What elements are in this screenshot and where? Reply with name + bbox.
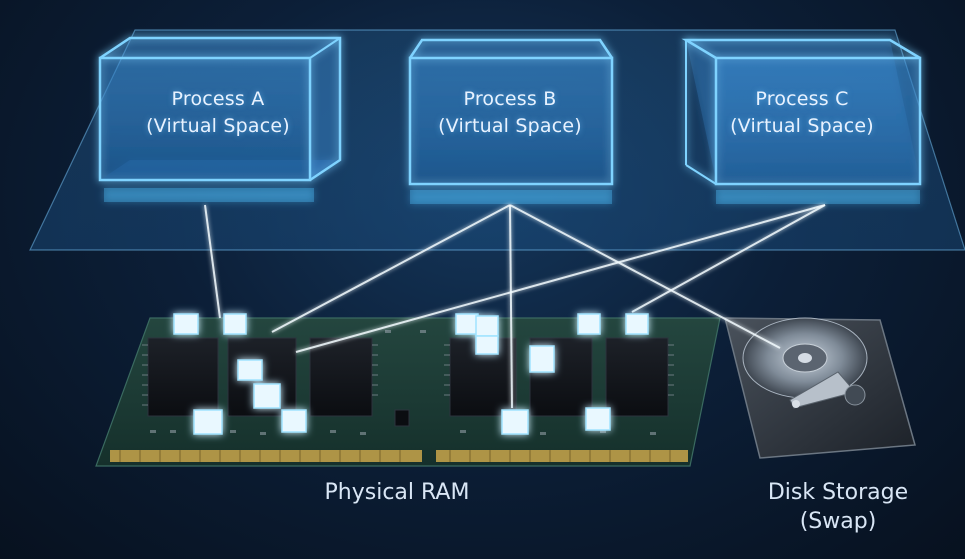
ram-controller-chip <box>394 409 410 427</box>
process-a-subtitle: (Virtual Space) <box>146 115 290 137</box>
memory-pages <box>173 313 649 435</box>
process-a-box <box>98 36 342 202</box>
process-c-box <box>681 38 922 204</box>
process-c-name: Process C <box>755 88 849 110</box>
ram-chip <box>309 337 373 417</box>
memory-page-block <box>475 335 499 355</box>
memory-page-block <box>475 315 499 337</box>
memory-page-block <box>173 313 199 335</box>
process-b-name: Process B <box>463 88 557 110</box>
process-b-subtitle: (Virtual Space) <box>438 115 582 137</box>
ram-module <box>95 317 721 467</box>
process-a-label: Process A (Virtual Space) <box>128 86 308 140</box>
ram-chip <box>147 337 219 417</box>
mapping-line-a <box>204 204 221 319</box>
ram-label: Physical RAM <box>292 478 502 507</box>
process-b-box <box>408 38 614 204</box>
mapping-line-b-2 <box>509 204 513 409</box>
process-a-name: Process A <box>171 88 265 110</box>
page-mapping-lines <box>204 204 826 409</box>
memory-page-block <box>501 409 529 435</box>
process-c-subtitle: (Virtual Space) <box>730 115 874 137</box>
ram-chip <box>605 337 669 417</box>
mapping-line-b-1 <box>271 204 511 333</box>
mapping-line-b-3 <box>509 204 781 349</box>
process-b-label: Process B (Virtual Space) <box>420 86 600 140</box>
memory-page-block <box>625 313 649 335</box>
disk-label-line1: Disk Storage <box>767 480 909 505</box>
memory-page-block <box>253 383 281 409</box>
memory-page-block <box>455 313 479 335</box>
disk-label-line2: (Swap) <box>799 509 877 534</box>
mapping-line-c-1 <box>295 204 826 353</box>
memory-page-block <box>529 345 555 373</box>
disk-drive <box>724 317 916 459</box>
disk-actuator-arm <box>789 371 856 409</box>
memory-page-block <box>193 409 223 435</box>
memory-page-block <box>237 359 263 381</box>
memory-page-block <box>281 409 307 433</box>
memory-page-block <box>585 407 611 431</box>
ram-label-text: Physical RAM <box>324 480 470 505</box>
mapping-line-c-2 <box>631 204 826 313</box>
process-c-label: Process C (Virtual Space) <box>712 86 892 140</box>
memory-page-block <box>577 313 601 335</box>
disk-label: Disk Storage (Swap) <box>748 478 928 536</box>
memory-page-block <box>223 313 247 335</box>
